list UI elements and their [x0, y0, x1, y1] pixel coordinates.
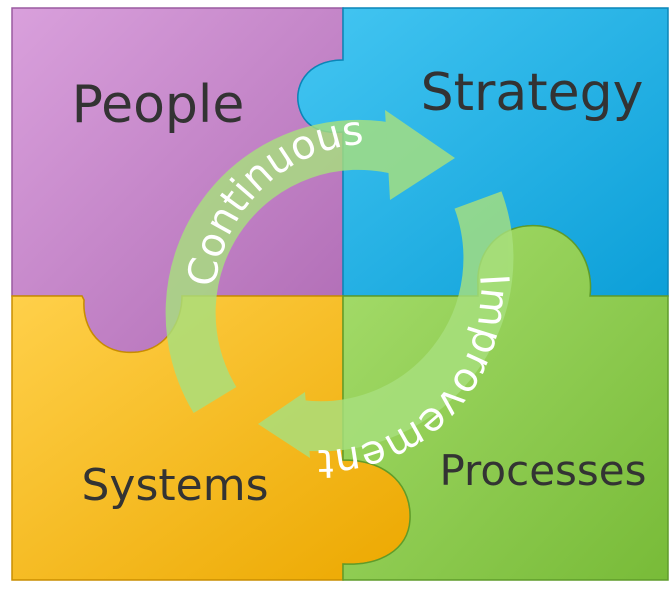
improvement-arrow	[296, 191, 514, 452]
processes-label: Processes	[439, 446, 646, 495]
people-label: People	[72, 75, 245, 135]
systems-label: Systems	[82, 460, 269, 511]
improvement-arrowhead	[258, 392, 310, 458]
continuous-arrow	[165, 119, 407, 413]
strategy-label: Strategy	[421, 63, 644, 123]
continuous-arrowhead	[385, 110, 455, 200]
cycle-arrows	[165, 110, 514, 458]
